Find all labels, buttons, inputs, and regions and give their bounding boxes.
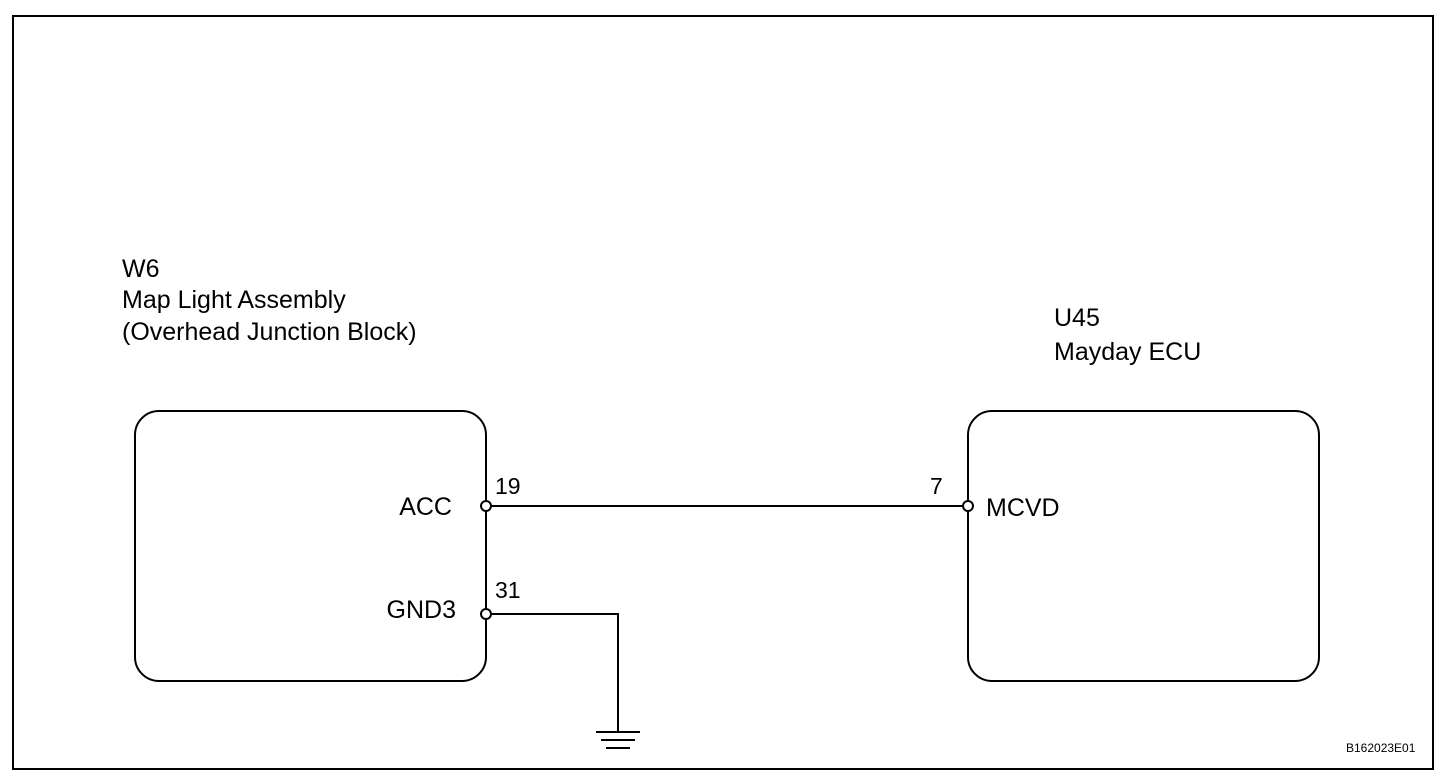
pin-name-gnd3: GND3 xyxy=(386,596,456,624)
right-component-code: U45 xyxy=(1054,304,1100,332)
pin-name-acc: ACC xyxy=(399,493,452,521)
terminal-mcvd xyxy=(962,500,974,512)
diagram-frame xyxy=(12,15,1434,770)
wire-gnd3-to-ground xyxy=(491,613,619,731)
pin-name-mcvd: MCVD xyxy=(986,494,1060,522)
left-component-subname: (Overhead Junction Block) xyxy=(122,318,417,346)
pin-number-gnd3: 31 xyxy=(495,577,521,603)
left-component-name: Map Light Assembly xyxy=(122,286,346,314)
left-component-code: W6 xyxy=(122,255,160,283)
pin-number-acc: 19 xyxy=(495,473,521,499)
pin-number-mcvd: 7 xyxy=(930,473,943,499)
right-component-name: Mayday ECU xyxy=(1054,338,1202,366)
terminal-gnd3 xyxy=(480,608,492,620)
ground-symbol xyxy=(596,731,640,749)
left-component-box xyxy=(134,410,487,682)
figure-code: B162023E01 xyxy=(1346,741,1416,755)
right-component-box xyxy=(967,410,1320,682)
terminal-acc xyxy=(480,500,492,512)
